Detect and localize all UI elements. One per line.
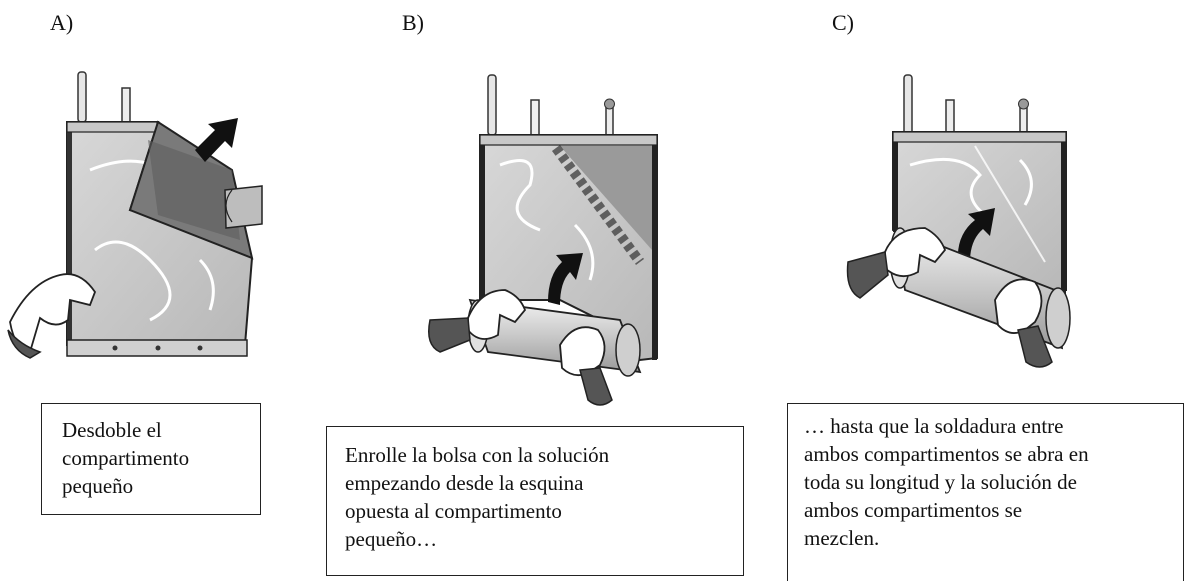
panel-b-caption: Enrolle la bolsa con la solución empezan… <box>326 426 744 576</box>
panel-b-illustration <box>428 74 658 406</box>
panel-a-caption: Desdoble el compartimento pequeño <box>41 403 261 515</box>
panel-c-illustration <box>846 74 1071 368</box>
caption-line: opuesta al compartimento <box>345 499 562 523</box>
caption-line: ambos compartimentos se <box>804 498 1023 522</box>
panel-a-illustration <box>7 71 263 359</box>
caption-line: pequeño <box>62 474 134 498</box>
panel-b-label: B) <box>402 10 424 35</box>
panel-c-label: C) <box>832 10 854 35</box>
caption-line: empezando desde la esquina <box>345 471 584 495</box>
caption-line: Desdoble el <box>62 418 162 442</box>
caption-line: mezclen. <box>804 526 880 550</box>
panel-c-caption: … hasta que la soldadura entre ambos com… <box>787 403 1184 581</box>
panel-a-label: A) <box>50 10 74 35</box>
caption-line: … hasta que la soldadura entre <box>804 414 1064 438</box>
caption-line: pequeño… <box>345 527 438 551</box>
caption-line: toda su longitud y la solución de <box>804 470 1077 494</box>
caption-line: Enrolle la bolsa con la solución <box>345 443 610 467</box>
caption-line: compartimento <box>62 446 190 470</box>
caption-line: ambos compartimentos se abra en <box>804 442 1089 466</box>
